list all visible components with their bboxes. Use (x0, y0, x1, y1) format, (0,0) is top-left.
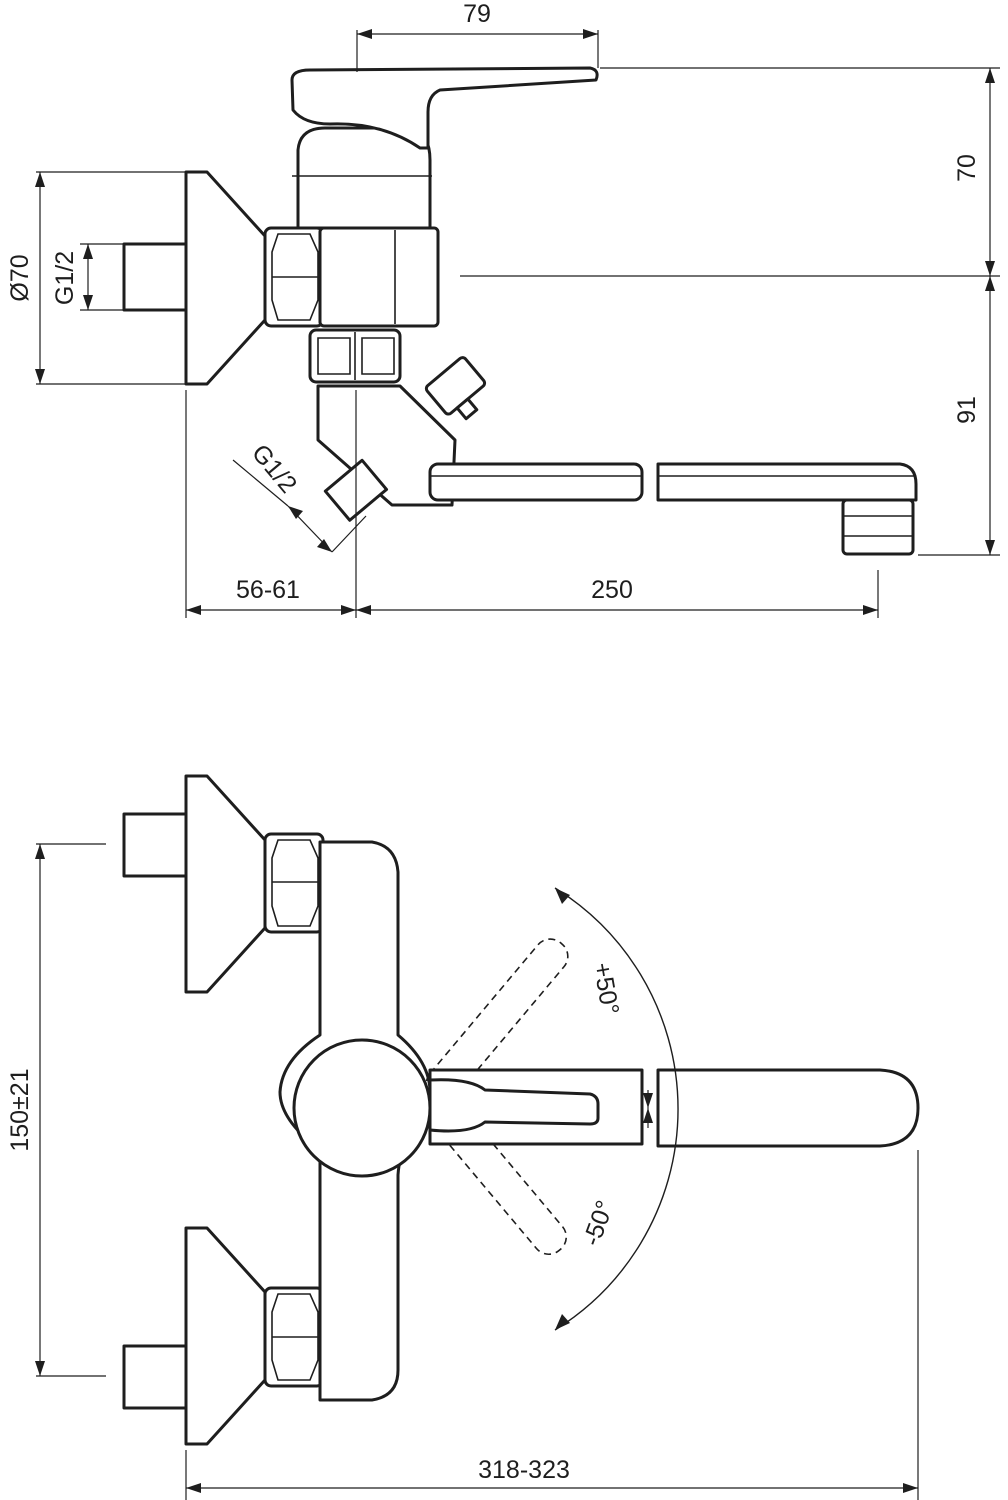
dim-flange-diameter: Ø70 (6, 254, 34, 301)
outlet-body (316, 384, 457, 507)
dim-spout-reach: 250 (591, 576, 633, 604)
spout-end (656, 462, 918, 502)
dim-centers: 150±21 (6, 1068, 34, 1151)
lower-pipe (122, 1344, 188, 1410)
dim-handle-height: 70 (953, 154, 981, 182)
wall-flange (184, 170, 267, 386)
side-view: 79 70 91 Ø70 G1/2 G1/2 (6, 0, 1000, 618)
upper-flange (184, 774, 267, 994)
inlet-pipe (122, 242, 188, 312)
dim-spout-height: 91 (953, 396, 981, 424)
mixer-body (318, 226, 440, 328)
diverter-knob (424, 356, 487, 416)
dim-wall-offset: 56-61 (236, 576, 300, 604)
top-view: +50° -50° 150±21 318-323 (6, 774, 920, 1500)
handle-lever (290, 66, 599, 150)
spout-end-top (656, 1068, 920, 1148)
rotary-knob (292, 1038, 432, 1178)
dim-rotation-minus: -50° (577, 1197, 619, 1250)
lower-flange (184, 1226, 267, 1446)
dim-rotation-plus: +50° (588, 960, 625, 1016)
dim-inlet-thread: G1/2 (51, 251, 79, 305)
dim-outlet-thread: G1/2 (246, 439, 302, 499)
dim-top-width: 79 (463, 0, 491, 28)
handle-lever-top (428, 1078, 600, 1133)
upper-pipe (122, 812, 188, 878)
dim-total-width: 318-323 (478, 1456, 570, 1484)
spout (428, 462, 644, 502)
aerator (841, 498, 915, 556)
